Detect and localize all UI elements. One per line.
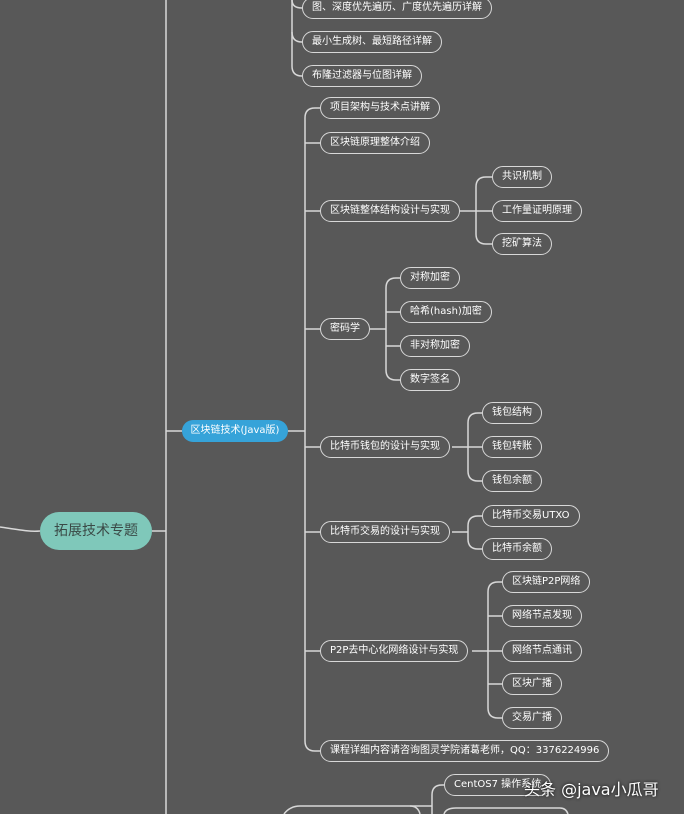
topic-node[interactable]: CentOS7 操作系统 xyxy=(444,774,552,796)
sub-item-node[interactable]: 钱包结构 xyxy=(482,402,542,424)
sub-item-node[interactable]: 钱包转账 xyxy=(482,436,542,458)
sub-item-node[interactable]: 网络节点发现 xyxy=(502,605,582,627)
item-node[interactable]: 课程详细内容请咨询图灵学院诸葛老师，QQ：3376224996 xyxy=(320,740,610,762)
item-node[interactable]: 区块链整体结构设计与实现 xyxy=(320,200,460,222)
topic-node[interactable]: 图、深度优先遍历、广度优先遍历详解 xyxy=(302,0,492,19)
root-node[interactable]: 拓展技术专题 xyxy=(40,512,152,550)
sub-item-node[interactable]: 共识机制 xyxy=(492,166,552,188)
sub-item-node[interactable]: 数字签名 xyxy=(400,369,460,391)
item-node[interactable]: P2P去中心化网络设计与实现 xyxy=(320,640,469,662)
sub-item-node[interactable]: 挖矿算法 xyxy=(492,233,552,255)
item-node[interactable]: 区块链原理整体介绍 xyxy=(320,132,430,154)
item-node[interactable]: 比特币交易的设计与实现 xyxy=(320,521,450,543)
sub-item-node[interactable]: 非对称加密 xyxy=(400,335,470,357)
sub-item-node[interactable]: 区块链P2P网络 xyxy=(502,571,591,593)
sub-item-node[interactable]: 比特币余额 xyxy=(482,538,552,560)
topic-node[interactable]: 最小生成树、最短路径详解 xyxy=(302,31,442,53)
item-node[interactable]: 项目架构与技术点讲解 xyxy=(320,97,440,119)
sub-item-node[interactable]: 交易广播 xyxy=(502,707,562,729)
sub-item-node[interactable]: 对称加密 xyxy=(400,267,460,289)
topic-node[interactable]: 布隆过滤器与位图详解 xyxy=(302,65,422,87)
watermark-text: 头条 @java小瓜哥 xyxy=(524,780,659,799)
sub-item-node[interactable]: 工作量证明原理 xyxy=(492,200,582,222)
sub-item-node[interactable]: 网络节点通讯 xyxy=(502,640,582,662)
main-branch-node[interactable]: 区块链技术(Java版) xyxy=(182,420,288,442)
item-node[interactable]: 密码学 xyxy=(320,318,370,340)
sub-item-node[interactable]: 区块广播 xyxy=(502,673,562,695)
item-node[interactable]: 比特币钱包的设计与实现 xyxy=(320,436,450,458)
sub-item-node[interactable]: 哈希(hash)加密 xyxy=(400,301,492,323)
sub-item-node[interactable]: 比特币交易UTXO xyxy=(482,505,580,527)
sub-item-node[interactable]: 钱包余额 xyxy=(482,470,542,492)
